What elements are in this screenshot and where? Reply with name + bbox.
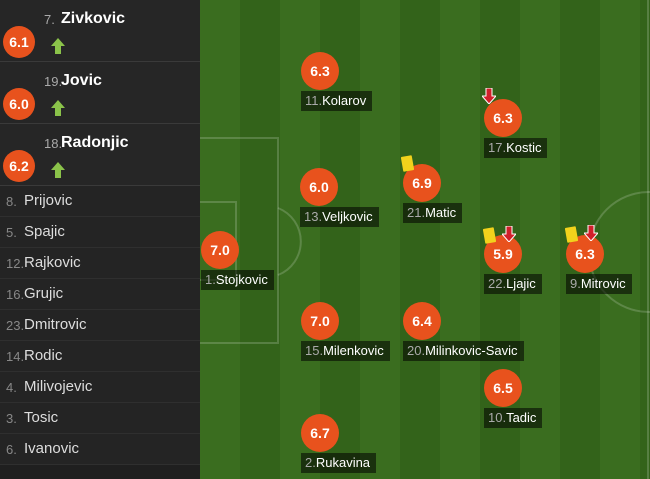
player-name: Veljkovic (322, 209, 373, 224)
player-name: Radonjic (61, 134, 129, 151)
player-name: Grujic (24, 285, 64, 302)
player-number: 21. (407, 205, 426, 220)
player-label: 21.Matic (403, 203, 463, 223)
rating-badge: 6.4 (403, 302, 441, 340)
player-label: 2.Rukavina (301, 453, 377, 473)
player-label: 17.Kostic (484, 138, 548, 158)
player-number: 2. (305, 455, 316, 470)
player-number: 1. (205, 272, 216, 287)
rating-badge: 6.9 (403, 164, 441, 202)
rating-badge: 6.0 (300, 168, 338, 206)
player-number: 15. (305, 343, 324, 358)
rating-badge: 6.3 (301, 52, 339, 90)
player-name: Milenkovic (323, 343, 384, 358)
player-number: 8. (6, 194, 17, 209)
bench-row[interactable]: 3. Tosic (0, 403, 200, 434)
player-number: 6. (6, 442, 17, 457)
player-number: 13. (304, 209, 323, 224)
player-name: Rajkovic (24, 254, 81, 271)
player-name: Tosic (24, 409, 59, 426)
rating-badge: 6.2 (3, 150, 35, 182)
player-name: Rukavina (315, 455, 371, 470)
player-label: 1.Stojkovic (201, 270, 274, 290)
rating-badge: 7.0 (301, 302, 339, 340)
rating-badge: 6.5 (484, 369, 522, 407)
player-name: Rodic (24, 347, 63, 364)
player-label: 11.Kolarov (301, 91, 373, 111)
player-number: 18. (44, 136, 63, 151)
player-number: 17. (488, 140, 507, 155)
player-label: 9.Mitrovic (566, 274, 632, 294)
rating-badge: 7.0 (201, 231, 239, 269)
player-number: 11. (305, 93, 323, 108)
player-number: 22. (488, 276, 507, 291)
player-number: 3. (6, 411, 17, 426)
player-name: Kostic (506, 140, 542, 155)
player-name: Milivojevic (24, 378, 93, 395)
pitch: 6.3 11.Kolarov 6.3 17.Kostic 6.0 13.Velj… (200, 0, 650, 479)
yellow-card-icon (564, 226, 579, 243)
player-name: Prijovic (24, 192, 73, 209)
substitute-row[interactable]: 6.1 7. Zivkovic (0, 0, 200, 62)
player-number: 4. (6, 380, 17, 395)
bench-row[interactable]: 23.Dmitrovic (0, 310, 200, 341)
rating-badge: 6.7 (301, 414, 339, 452)
bench-row[interactable]: 16.Grujic (0, 279, 200, 310)
arrow-up-icon (51, 162, 65, 178)
player-name: Spajic (24, 223, 65, 240)
player-number: 5. (6, 225, 17, 240)
player-label: 10.Tadic (484, 408, 543, 428)
arrow-down-icon (584, 225, 598, 241)
player-name: Milinkovic-Savic (425, 343, 518, 358)
yellow-card-icon (400, 155, 415, 172)
bench-row[interactable]: 5. Spajic (0, 217, 200, 248)
player-number: 12. (6, 256, 25, 271)
player-name: Ivanovic (24, 440, 80, 457)
player-number: 7. (44, 12, 55, 27)
player-number: 23. (6, 318, 25, 333)
bench-row[interactable]: 14.Rodic (0, 341, 200, 372)
bench-row[interactable]: 12.Rajkovic (0, 248, 200, 279)
player-name: Jovic (61, 72, 102, 89)
player-name: Mitrovic (580, 276, 626, 291)
arrow-down-icon (482, 88, 496, 104)
player-name: Kolarov (322, 93, 367, 108)
player-name: Dmitrovic (24, 316, 87, 333)
substitute-row[interactable]: 6.2 18. Radonjic (0, 124, 200, 186)
rating-badge: 6.1 (3, 26, 35, 58)
player-number: 9. (570, 276, 581, 291)
player-name: Matic (425, 205, 457, 220)
player-label: 22.Ljajic (484, 274, 542, 294)
player-label: 15.Milenkovic (301, 341, 390, 361)
player-number: 20. (407, 343, 426, 358)
substitute-row[interactable]: 6.0 19. Jovic (0, 62, 200, 124)
player-number: 16. (6, 287, 25, 302)
player-number: 14. (6, 349, 25, 364)
player-name: Zivkovic (61, 10, 126, 27)
player-name: Ljajic (506, 276, 536, 291)
bench-row[interactable]: 4. Milivojevic (0, 372, 200, 403)
arrow-up-icon (51, 100, 65, 116)
bench-row[interactable]: 6. Ivanovic (0, 434, 200, 465)
player-number: 10. (488, 410, 507, 425)
yellow-card-icon (482, 227, 497, 244)
player-label: 13.Veljkovic (300, 207, 379, 227)
player-name: Stojkovic (215, 272, 268, 287)
substitutes-panel: 6.1 7. Zivkovic 6.0 19. Jovic 6.2 18. Ra… (0, 0, 200, 479)
player-label: 20.Milinkovic-Savic (403, 341, 524, 361)
bench-row[interactable]: 8. Prijovic (0, 186, 200, 217)
player-name: Tadic (506, 410, 537, 425)
rating-badge: 6.0 (3, 88, 35, 120)
arrow-up-icon (51, 38, 65, 54)
player-number: 19. (44, 74, 63, 89)
rating-badge: 6.3 (484, 99, 522, 137)
arrow-down-icon (502, 226, 516, 242)
